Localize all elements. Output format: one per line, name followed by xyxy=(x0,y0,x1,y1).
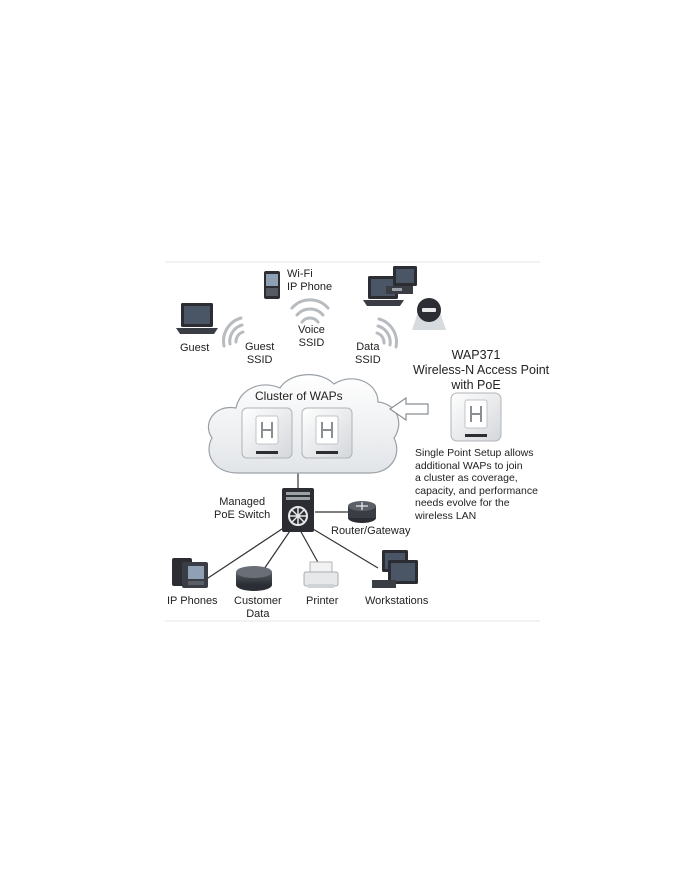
customer-data-icon xyxy=(236,566,272,591)
ip-phones-icon xyxy=(172,558,208,588)
wifi-phone-icon xyxy=(264,271,280,299)
data-wifi-waves xyxy=(375,317,398,349)
workstations-icon xyxy=(372,550,418,588)
cluster-label: Cluster of WAPs xyxy=(255,389,343,403)
router-label: Router/Gateway xyxy=(331,525,411,537)
wap371-product-icon xyxy=(450,392,502,442)
poe-switch-icon xyxy=(282,488,314,532)
ip-phones-label: IP Phones xyxy=(167,595,218,607)
router-icon xyxy=(348,501,376,523)
printer-label: Printer xyxy=(306,595,339,607)
product-description: Single Point Setup allows additional WAP… xyxy=(415,447,538,522)
voice-wifi-waves xyxy=(290,298,330,324)
guest-device-label: Guest xyxy=(180,342,210,354)
guest-laptop-icon xyxy=(176,303,218,334)
workstations-label: Workstations xyxy=(365,595,429,607)
data-desktop-icon xyxy=(386,266,417,294)
wap-device-2-icon xyxy=(301,407,353,459)
wap-device-1-icon xyxy=(241,407,293,459)
printer-icon xyxy=(303,561,339,588)
data-drive-icon xyxy=(412,298,446,330)
guest-wifi-waves xyxy=(222,316,245,348)
join-arrow-icon xyxy=(388,396,429,422)
